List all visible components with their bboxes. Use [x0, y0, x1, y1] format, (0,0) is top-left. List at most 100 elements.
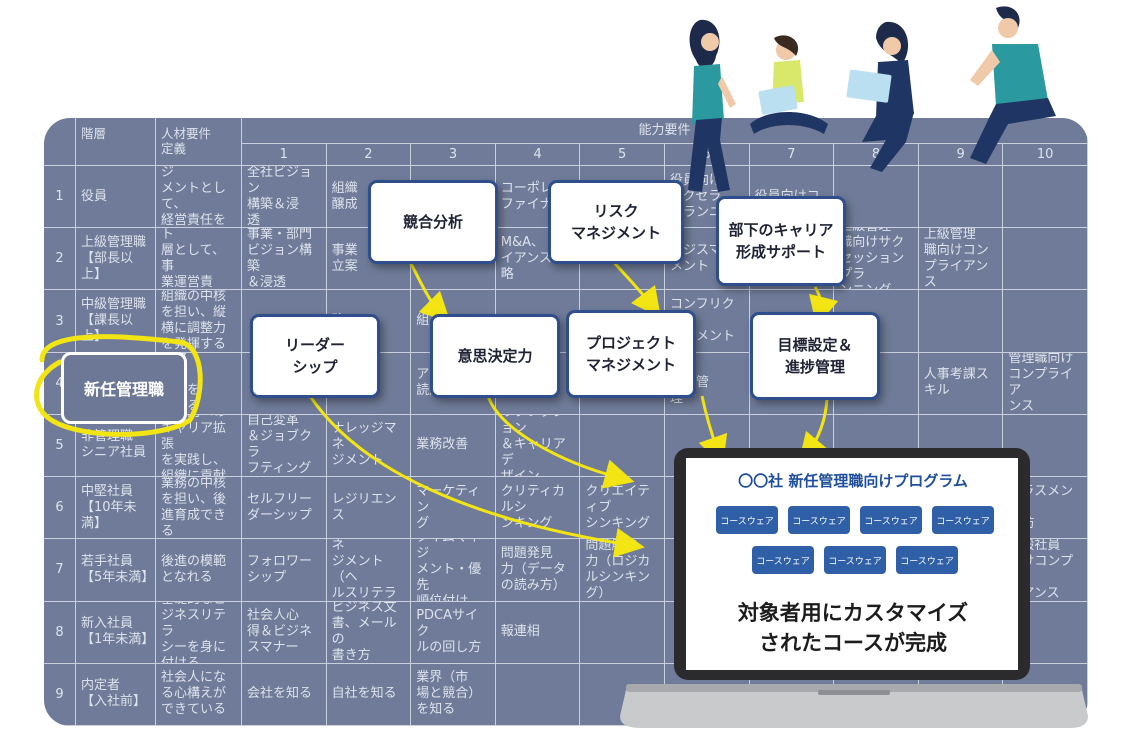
- row-level: 内定者 【入社前】: [76, 663, 156, 726]
- skill-cell: 業務改善: [411, 414, 496, 478]
- row-requirement: トップマネジ メントとして、 経営責任を 果たす: [156, 166, 242, 229]
- callout-decision-making: 意思決定力: [430, 314, 560, 398]
- new-manager-label: 新任管理職: [83, 380, 164, 399]
- row-level: 新入社員 【1年未満】: [76, 601, 156, 664]
- laptop-base: [620, 690, 1088, 728]
- row-number: 5: [44, 414, 76, 478]
- person-figure: [970, 6, 1056, 164]
- arrow-leadership: [308, 395, 645, 558]
- skill-cell: [834, 166, 919, 229]
- skill-cell: セルフリー ダーシップ: [242, 477, 327, 540]
- skill-cell: [1003, 166, 1088, 229]
- arrow-career: [809, 286, 839, 327]
- callout-competitive-text: 競合分析: [402, 213, 463, 231]
- skill-cell: 自社を知る: [326, 663, 412, 726]
- person-figure: [846, 21, 914, 172]
- skill-cell: ストレスマネ ジメント（ヘ ルスリテラ シー）: [326, 539, 412, 602]
- callout-leadership: リーダー シップ: [250, 314, 380, 398]
- header-requirement: 人材要件 定義: [156, 118, 242, 166]
- program-title: 〇〇社 新任管理職向けプログラム: [738, 472, 968, 490]
- skill-cell: 自己変革 ＆ジョブクラ フティング: [242, 414, 327, 478]
- skill-cell: 人事考課ス キル: [918, 352, 1004, 415]
- skill-cell: 社会人心 得＆ビジネ スマナー: [242, 601, 327, 664]
- skill-cell: 業界（市 場と競合） を知る: [411, 663, 496, 726]
- row-number: 6: [44, 477, 76, 540]
- skill-cell: [918, 166, 1004, 229]
- skill-cell: レジリエンス: [326, 477, 412, 540]
- row-number: 9: [44, 663, 76, 726]
- header-skills-group: 能力要件: [242, 118, 1088, 144]
- skill-cell: ナレッジマネ ジメント: [326, 414, 412, 478]
- skill-cell: [580, 601, 665, 664]
- header-column-4: 4: [495, 144, 581, 166]
- skill-cell: 全社ビジョン 構築＆浸 透: [242, 166, 327, 229]
- row-number: 8: [44, 601, 76, 664]
- row-level: 役員: [76, 166, 156, 229]
- course-button[interactable]: コースウェア: [788, 506, 850, 534]
- skill-cell: 会社を知る: [242, 663, 327, 726]
- header-level: 階層: [76, 118, 156, 166]
- skill-cell: [1003, 601, 1088, 664]
- skill-cell: 上級管理 職向けコン プライアンス: [918, 228, 1004, 291]
- row-requirement: 基礎的なビ ジネスリテラ シーを身に 付ける: [156, 601, 242, 664]
- row-level: 上級管理職 【部長以上】: [76, 228, 156, 291]
- course-button[interactable]: コースウェア: [752, 546, 814, 574]
- row-number: 3: [44, 290, 76, 353]
- person-figure: [688, 19, 736, 192]
- skill-cell: フォロワー シップ: [242, 539, 327, 602]
- header-column-9: 9: [918, 144, 1004, 166]
- skill-cell: [495, 663, 581, 726]
- callout-project-management: プロジェクト マネジメント: [566, 310, 696, 398]
- row-number: 1: [44, 166, 76, 229]
- callout-competitive-analysis: 競合分析: [368, 180, 498, 264]
- skill-cell: PDCAサイク ルの回し方: [411, 601, 496, 664]
- callout-career-support: 部下のキャリア 形成サポート: [716, 196, 846, 286]
- callout-goal-text: 目標設定＆ 進捗管理: [777, 336, 853, 376]
- callout-risk-text: リスク マネジメント: [570, 202, 661, 242]
- skill-cell: タイムマネジ メント・優先 順位付け: [411, 539, 496, 602]
- skill-cell: [918, 290, 1004, 353]
- row-requirement: 業務の中核 を担い、後 進育成でき る: [156, 477, 242, 540]
- completion-message: 対象者用にカスタマイズ されたコースが完成: [737, 601, 969, 655]
- callout-decision-text: 意思決定力: [457, 347, 533, 365]
- header-column-7: 7: [749, 144, 835, 166]
- row-requirement: 社会人にな る心構えが できている: [156, 663, 242, 726]
- course-button[interactable]: コースウェア: [932, 506, 994, 534]
- header-column-3: 3: [411, 144, 496, 166]
- callout-career-text: 部下のキャリア 形成サポート: [728, 221, 834, 261]
- course-button[interactable]: コースウェア: [860, 506, 922, 534]
- header-column-1: 1: [242, 144, 327, 166]
- skill-cell: [1003, 414, 1088, 478]
- skill-cell: マーケティン グ: [411, 477, 496, 540]
- callout-goal-setting: 目標設定＆ 進捗管理: [750, 312, 880, 400]
- header-corner: [44, 118, 76, 166]
- callout-leadership-text: リーダー シップ: [284, 336, 345, 376]
- skill-cell: ビジネス文 書、メールの 書き方: [326, 601, 412, 664]
- callout-project-text: プロジェクト マネジメント: [585, 334, 676, 374]
- arrow-decision: [486, 395, 635, 489]
- row-number: 7: [44, 539, 76, 602]
- course-button[interactable]: コースウェア: [716, 506, 778, 534]
- person-figure: [750, 35, 828, 134]
- skill-cell: 管理職向け コンプライア ンス: [1003, 352, 1088, 415]
- row-requirement: マネジメント 層として、事 業運営責 任を果たす: [156, 228, 242, 291]
- course-button[interactable]: コースウェア: [896, 546, 958, 574]
- course-button[interactable]: コースウェア: [824, 546, 886, 574]
- row-level: 中堅社員 【10年未満】: [76, 477, 156, 540]
- skill-cell: 問題発見 力（データ の読み方）: [495, 539, 581, 602]
- new-manager-highlight: 新任管理職: [61, 352, 187, 424]
- arrow-competitive: [408, 261, 451, 323]
- row-level: 若手社員 【5年未満】: [76, 539, 156, 602]
- row-number: 2: [44, 228, 76, 291]
- skill-cell: 事業・部門 ビジョン構築 ＆浸透: [242, 228, 327, 291]
- header-column-5: 5: [580, 144, 665, 166]
- row-requirement: 後進の模範 となれる: [156, 539, 242, 602]
- skill-cell: [1003, 228, 1088, 291]
- callout-risk-management: リスク マネジメント: [548, 180, 684, 264]
- header-column-10: 10: [1003, 144, 1088, 166]
- arrow-project: [698, 395, 728, 467]
- header-column-2: 2: [326, 144, 412, 166]
